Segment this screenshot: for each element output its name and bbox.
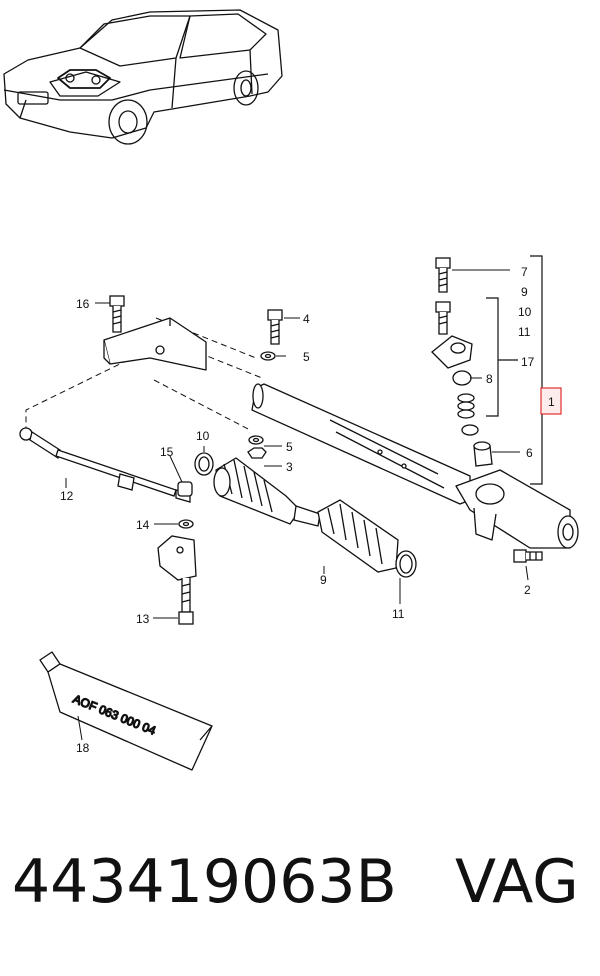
brand-name: VAG — [455, 847, 579, 917]
callout-11-right: 11 — [518, 325, 531, 339]
clamp-10 — [194, 452, 214, 476]
sleeve-6 — [473, 441, 493, 467]
callout-17: 17 — [521, 355, 535, 369]
callout-9: 9 — [320, 573, 327, 587]
bracket-lower — [157, 535, 197, 581]
bolt-2 — [513, 549, 543, 563]
callout-1-highlight — [540, 387, 562, 415]
callout-6: 6 — [526, 446, 533, 460]
callout-16: 16 — [76, 297, 90, 311]
callout-10-right: 10 — [518, 305, 532, 319]
washer-5-top — [260, 351, 276, 361]
guide-lines — [25, 317, 263, 431]
part-number: 443419063B — [12, 847, 397, 917]
bracket-lines — [486, 255, 543, 485]
ball-joint-15 — [177, 481, 193, 497]
bolt-13 — [178, 578, 194, 625]
callout-3: 3 — [286, 460, 293, 474]
callout-9-right: 9 — [521, 285, 528, 299]
steering-rack-exploded-diagram: AOF 063 000 04 16 4 5 7 9 10 11 17 8 1 6… — [3, 9, 579, 771]
callout-1: 1 — [548, 395, 555, 409]
callout-14: 14 — [136, 518, 150, 532]
leader-lines — [65, 269, 529, 741]
bolt-7 — [435, 257, 451, 293]
tie-rod-inner — [293, 505, 321, 527]
callout-5-mid: 5 — [286, 440, 293, 454]
car-illustration — [3, 9, 283, 145]
callout-10: 10 — [196, 429, 210, 443]
boot-right-9 — [317, 499, 399, 573]
washer-nut-3-5 — [247, 435, 267, 459]
callout-11: 11 — [392, 607, 405, 621]
callout-7: 7 — [521, 265, 528, 279]
callout-2: 2 — [524, 583, 531, 597]
bolt-17 — [435, 301, 451, 335]
callout-8: 8 — [486, 372, 493, 386]
callout-12: 12 — [60, 489, 74, 503]
callout-5-top: 5 — [303, 350, 310, 364]
tie-rod-12 — [19, 427, 191, 503]
clamp-11 — [395, 550, 417, 578]
bolt-4 — [267, 309, 283, 345]
callout-13: 13 — [136, 612, 150, 626]
callout-4: 4 — [303, 312, 310, 326]
o-ring-8 — [452, 370, 472, 386]
rack-housing — [251, 383, 579, 549]
spring-17 — [457, 393, 479, 436]
grease-tube-18: AOF 063 000 04 — [39, 651, 213, 771]
washer-14 — [178, 519, 194, 529]
callout-15: 15 — [160, 445, 174, 459]
boot-left — [213, 457, 301, 525]
bolt-16 — [109, 295, 125, 333]
callout-18: 18 — [76, 741, 90, 755]
valve-cover-17 — [431, 335, 473, 369]
mounting-bracket — [103, 317, 207, 371]
